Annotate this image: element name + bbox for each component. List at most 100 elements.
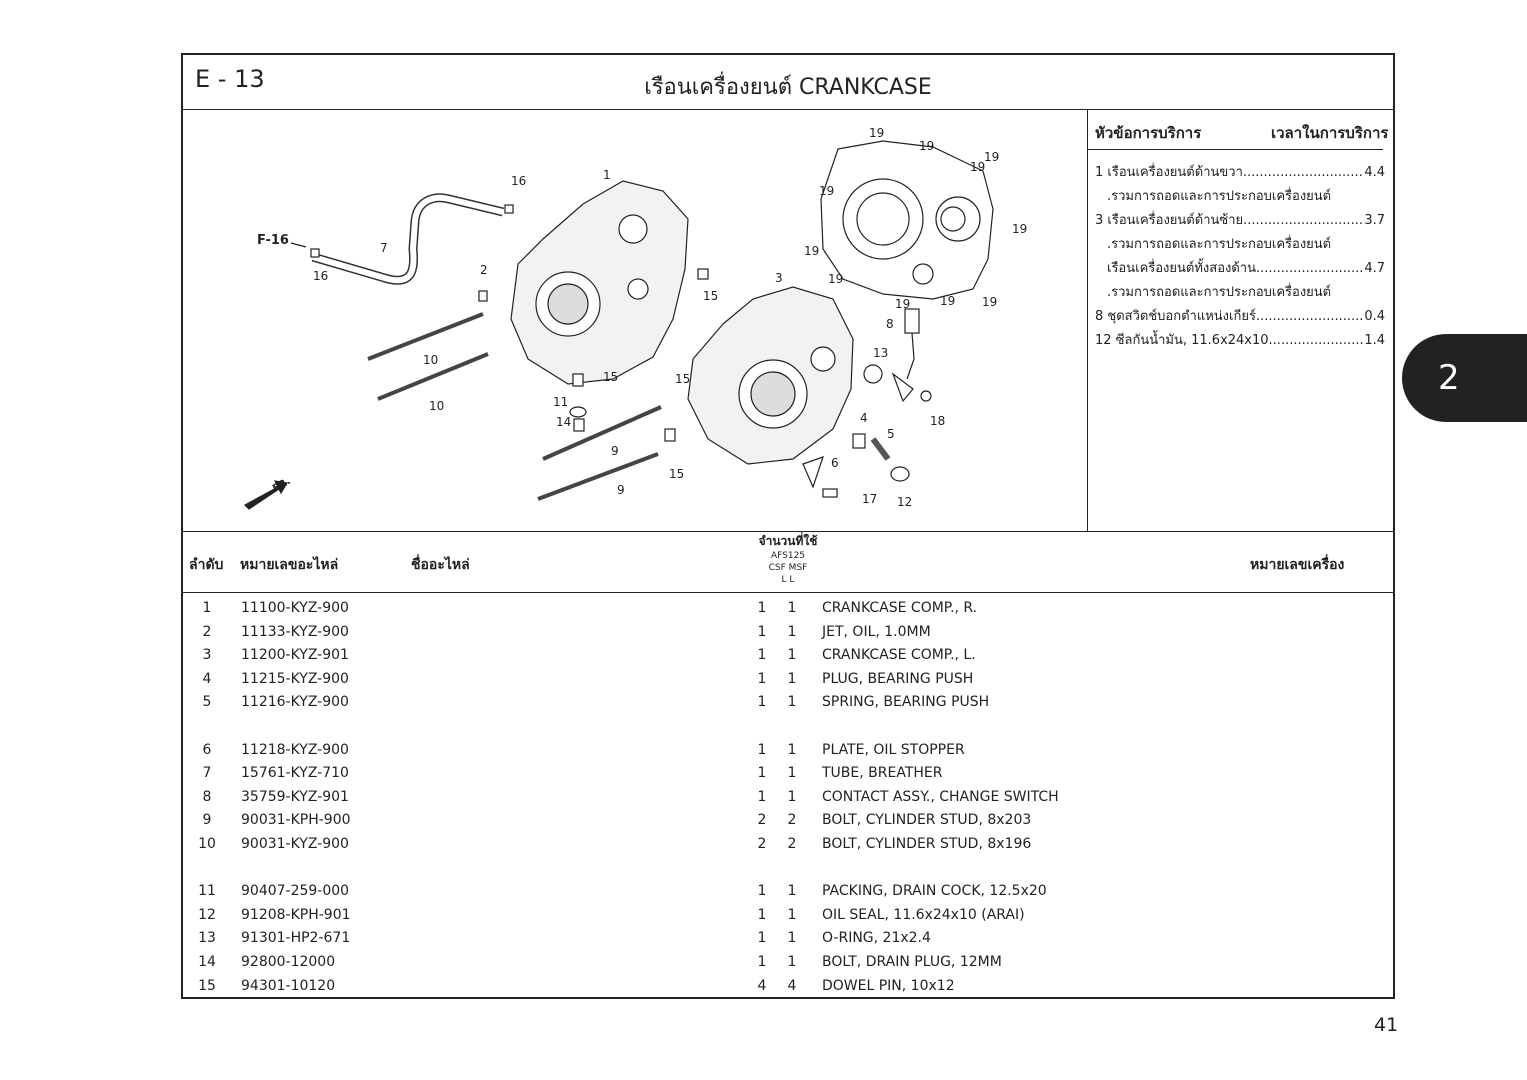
row-name-en: TUBE, BREATHER <box>822 765 943 782</box>
callout-label: 4 <box>860 411 868 425</box>
qty-label: จำนวนที่ใช้ <box>758 534 818 548</box>
row-qty-csf: 1 <box>757 623 767 640</box>
row-qty-msf: 1 <box>787 954 797 970</box>
row-part-no: 90407-259-000 <box>241 883 350 900</box>
callout-label: 19 <box>982 295 997 309</box>
row-part-no: 11200-KYZ-901 <box>241 647 349 664</box>
callout-label: 1 <box>603 168 611 182</box>
section-tab: 2 <box>1402 334 1527 422</box>
col-header-qty: จำนวนที่ใช้ AFS125 CSF MSF L L <box>738 535 838 586</box>
service-item-label: 3 เรือนเครื่องยนต์ด้านซ้าย <box>1095 213 1244 228</box>
row-part-no: 11215-KYZ-900 <box>241 670 349 687</box>
divider <box>1087 109 1088 532</box>
row-name-en: DOWEL PIN, 10x12 <box>822 977 955 994</box>
row-no: 14 <box>198 954 216 970</box>
row-name-en: CRANKCASE COMP., R. <box>822 600 978 616</box>
crankcase-gasket <box>820 140 994 300</box>
callout-label: 5 <box>887 427 895 441</box>
row-qty-csf: 2 <box>757 812 767 829</box>
row-qty-msf: 4 <box>787 977 797 994</box>
row-qty-msf: 1 <box>787 906 797 923</box>
table-row: 111100-KYZ-900เรือนเครื่องยนต์ด้านขวา11C… <box>183 600 1393 622</box>
service-item: 3 เรือนเครื่องยนต์ด้านซ้าย3.7 <box>1095 209 1385 233</box>
callout-label: 15 <box>603 370 618 384</box>
callout-label: 3 <box>775 271 783 285</box>
row-name-en: CONTACT ASSY., CHANGE SWITCH <box>822 788 1059 805</box>
service-item-time: 1.4 <box>1364 333 1385 348</box>
callout-label: 18 <box>930 414 945 428</box>
callout-label: 19 <box>919 139 934 153</box>
callout-label: 19 <box>970 160 985 174</box>
divider <box>183 109 1393 110</box>
row-no: 4 <box>202 670 212 687</box>
ref-arrow <box>290 242 307 248</box>
cylinder-studs <box>367 312 662 501</box>
row-qty-csf: 2 <box>757 836 767 852</box>
left-crankcase <box>687 286 854 465</box>
service-item-time: 0.4 <box>1364 309 1385 324</box>
row-name-en: PACKING, DRAIN COCK, 12.5x20 <box>822 883 1047 900</box>
row-qty-csf: 1 <box>757 647 767 664</box>
service-item: 12 ซีลกันน้ำมัน, 11.6x24x101.4 <box>1095 329 1385 353</box>
row-name-en: O-RING, 21x2.4 <box>822 930 931 947</box>
row-qty-msf: 1 <box>787 647 797 664</box>
row-qty-csf: 1 <box>757 906 767 923</box>
row-qty-csf: 1 <box>757 765 767 782</box>
variant-sub-label: L L <box>781 575 795 585</box>
fr-arrow <box>244 480 288 510</box>
row-part-no: 90031-KYZ-900 <box>241 836 349 852</box>
row-part-no: 91208-KPH-901 <box>241 906 351 923</box>
callout-label: 16 <box>313 269 328 283</box>
row-no: 1 <box>202 600 212 616</box>
model-label: AFS125 <box>770 551 806 561</box>
row-qty-csf: 1 <box>757 600 767 616</box>
row-qty-msf: 1 <box>787 788 797 805</box>
row-qty-csf: 1 <box>757 883 767 900</box>
row-name-en: OIL SEAL, 11.6x24x10 (ARAI) <box>822 906 1025 923</box>
service-item: เรือนเครื่องยนต์ทั้งสองด้าน4.7 <box>1095 257 1385 281</box>
service-header-time: เวลาในการบริการ <box>1271 124 1389 142</box>
row-part-no: 91301-HP2-671 <box>241 930 351 947</box>
row-qty-msf: 1 <box>787 883 797 900</box>
section-code: E - 13 <box>195 65 265 93</box>
row-qty-msf: 1 <box>787 741 797 758</box>
row-part-no: 11216-KYZ-900 <box>241 694 349 711</box>
service-item-label: เรือนเครื่องยนต์ทั้งสองด้าน <box>1107 261 1256 276</box>
row-name-en: PLATE, OIL STOPPER <box>822 741 965 758</box>
row-qty-msf: 1 <box>787 600 797 616</box>
service-list: 1 เรือนเครื่องยนต์ด้านขวา4.4.รวมการถอดแล… <box>1095 161 1385 353</box>
callout-label: 10 <box>423 353 438 367</box>
callout-label: 10 <box>429 399 444 413</box>
right-crankcase <box>510 180 689 385</box>
row-no: 6 <box>202 741 212 758</box>
callout-label: 15 <box>669 467 684 481</box>
row-part-no: 35759-KYZ-901 <box>241 788 349 805</box>
service-header-topic: หัวข้อการบริการ <box>1095 124 1202 142</box>
col-header-part-no: หมายเลขอะไหล่ <box>240 557 339 573</box>
callout-label: 13 <box>873 346 888 360</box>
row-qty-csf: 1 <box>757 694 767 711</box>
row-part-no: 11218-KYZ-900 <box>241 741 349 758</box>
callout-label: 19 <box>819 184 834 198</box>
row-qty-csf: 1 <box>757 930 767 947</box>
row-qty-msf: 1 <box>787 765 797 782</box>
row-part-no: 15761-KYZ-710 <box>241 765 349 782</box>
callout-label: 19 <box>984 150 999 164</box>
service-item-time: 4.4 <box>1364 165 1385 180</box>
service-item: 1 เรือนเครื่องยนต์ด้านขวา4.4 <box>1095 161 1385 185</box>
row-no: 9 <box>202 812 212 829</box>
ref-label: F-16 <box>257 233 289 248</box>
leader-dots <box>1256 257 1364 281</box>
table-row: 835759-KYZ-901ชุดสวิตช์บอกตำแหน่งเกียร์1… <box>183 789 1393 811</box>
leader-dots <box>1269 329 1365 353</box>
callout-label: 19 <box>828 272 843 286</box>
